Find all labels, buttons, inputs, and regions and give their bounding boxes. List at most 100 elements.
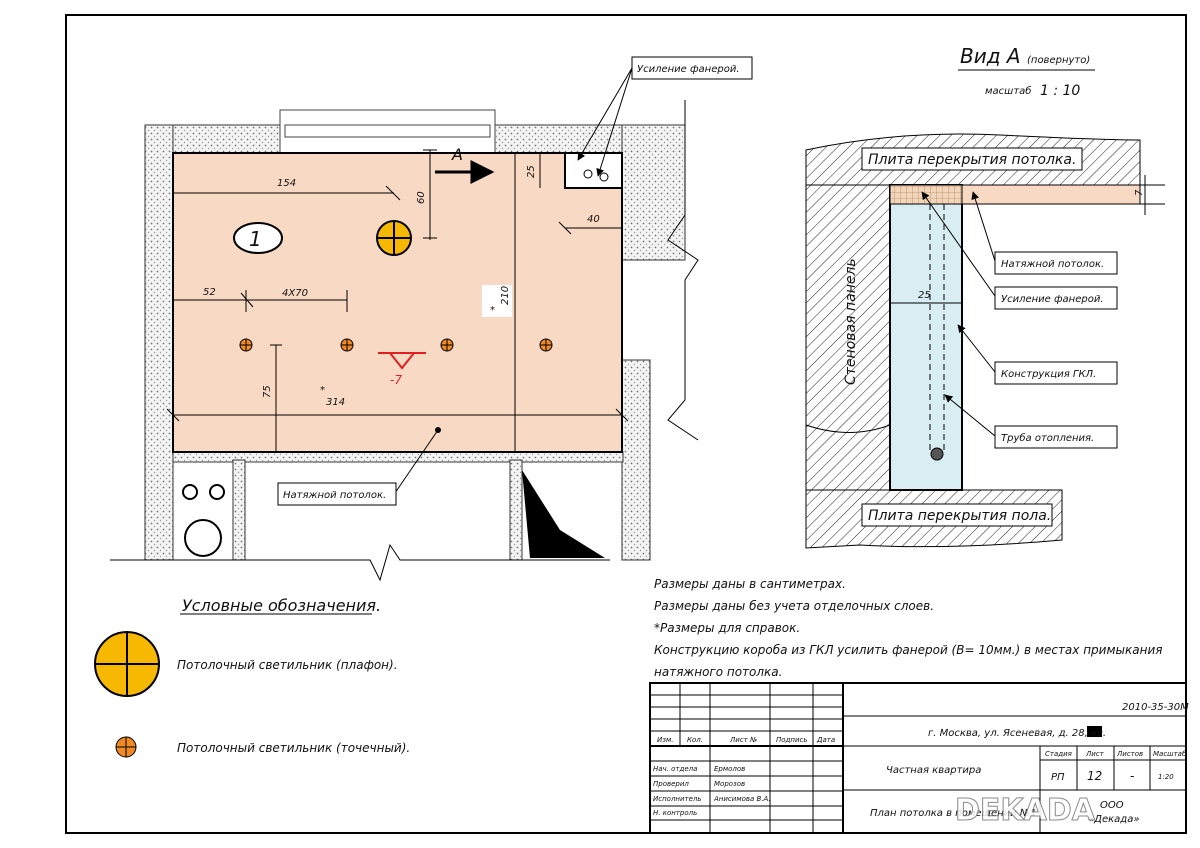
org-line-2: «Декада»	[1088, 814, 1140, 825]
leader-line	[921, 191, 996, 297]
header-podp: Подпись	[776, 736, 808, 744]
leader-line	[957, 324, 996, 373]
note-3: *Размеры для справок.	[654, 621, 800, 635]
callout-box	[994, 425, 1118, 449]
dim-4x70: 4X70	[282, 288, 308, 299]
wall-panel	[805, 184, 891, 491]
section-title-note: (повернуто)	[1027, 55, 1090, 66]
scale-header: Масштаб	[1153, 750, 1187, 758]
scale-value: 1 : 10	[1040, 83, 1080, 99]
level-mark	[378, 352, 426, 370]
label-plywood: Усиление фанерой.	[637, 64, 740, 75]
dim-210: 210	[500, 286, 511, 305]
role-4: Н. контроль	[653, 809, 697, 817]
note-4: Конструкцию короба из ГКЛ усилить фанеро…	[654, 643, 1162, 657]
sheet-frame	[65, 14, 1187, 834]
dim-314: 314	[326, 397, 345, 408]
break-line-bottom	[110, 543, 610, 582]
header-izm: Изм.	[657, 736, 673, 744]
scale-value-tb: 1:20	[1158, 773, 1174, 781]
callout-box	[861, 147, 1083, 171]
legend-title: Условные обозначения.	[182, 596, 381, 615]
leader-line	[944, 394, 996, 437]
heating-pipe	[930, 447, 944, 461]
callout-box	[631, 56, 753, 80]
level-mark-value: -7	[390, 373, 402, 387]
name-1: Ермолов	[714, 765, 745, 773]
stretch-ceiling-strip	[961, 184, 1141, 205]
callout-pipe: Труба отопления.	[1001, 432, 1094, 444]
callout-box	[994, 251, 1118, 275]
spot-lamps	[239, 338, 553, 352]
break-line	[667, 100, 699, 441]
leader-line	[577, 67, 633, 161]
stair-shade	[522, 470, 605, 558]
view-marker: А	[451, 145, 463, 164]
left-wall	[144, 124, 174, 561]
fixture-circle	[182, 484, 198, 500]
room-ceiling	[172, 152, 623, 453]
label-stretch-ceiling: Натяжной потолок.	[283, 490, 386, 501]
dim-40: 40	[587, 214, 600, 225]
drawing-name: План потолка в помещении №1	[870, 808, 1037, 819]
right-wall-lower	[621, 359, 651, 561]
pipe-circle	[583, 169, 593, 179]
stage-header: Стадия	[1045, 750, 1072, 758]
callout-box	[277, 482, 397, 506]
leader-line	[971, 191, 996, 262]
redacted-box	[1087, 726, 1102, 737]
dim-52: 52	[203, 287, 216, 298]
role-3: Исполнитель	[653, 795, 702, 803]
header-kol: Кол.	[687, 736, 703, 744]
partition-wall	[232, 459, 246, 561]
sheets-value: -	[1130, 769, 1134, 783]
pipe-circle	[599, 172, 609, 182]
callout-box	[861, 503, 1053, 527]
object-name: Частная квартира	[886, 765, 981, 776]
fixture-circle	[209, 484, 225, 500]
callout-ceiling: Натяжной потолок.	[1001, 259, 1104, 270]
dim-60: 60	[416, 191, 427, 204]
section-title: Вид А	[960, 44, 1021, 68]
plywood-box	[564, 152, 623, 189]
legend	[94, 613, 372, 758]
label-ceiling-slab: Плита перекрытия потолка.	[868, 152, 1076, 168]
dimension-lines	[166, 149, 629, 452]
scale-label: масштаб	[985, 85, 1031, 97]
dim-75: 75	[262, 385, 273, 398]
doc-code: 2010-35-30М	[1122, 702, 1189, 713]
dim-154: 154	[277, 178, 296, 189]
dim-star: *	[490, 305, 495, 316]
header-data: Дата	[816, 736, 835, 744]
note-1: Размеры даны в сантиметрах.	[654, 577, 846, 591]
role-1: Нач. отдела	[653, 765, 697, 773]
window-sill	[284, 124, 491, 138]
floor-plan	[110, 56, 753, 582]
break-wave	[805, 424, 891, 433]
room-number: 1	[249, 227, 262, 251]
sheets-header: Листов	[1116, 750, 1143, 758]
legend-lamp-cross	[95, 632, 159, 696]
partition-wall-2	[509, 459, 523, 561]
stage-value: РП	[1051, 772, 1065, 783]
role-2: Проверил	[653, 780, 689, 788]
leader-line	[394, 429, 439, 494]
room-number-oval	[233, 222, 283, 254]
plywood-strip	[889, 184, 963, 205]
title-block	[649, 682, 1187, 834]
legend-small-lamp: Потолочный светильник (точечный).	[177, 741, 410, 755]
name-2: Морозов	[714, 780, 745, 788]
right-wall-upper	[621, 124, 686, 261]
watermark: DEKADA	[955, 793, 1096, 828]
header-list: Лист №	[729, 736, 757, 744]
gkl-box	[889, 184, 963, 491]
callout-gkl: Конструкция ГКЛ.	[1001, 369, 1096, 380]
label-floor-slab: Плита перекрытия пола.	[868, 508, 1051, 524]
leader-dot	[435, 427, 441, 433]
callout-plywood: Усиление фанерой.	[1001, 294, 1104, 305]
leader-line	[596, 67, 633, 177]
dim-25-section: 25	[918, 290, 931, 301]
dim-7-section: 7	[1134, 189, 1145, 196]
legend-big-lamp: Потолочный светильник (плафон).	[177, 658, 398, 672]
